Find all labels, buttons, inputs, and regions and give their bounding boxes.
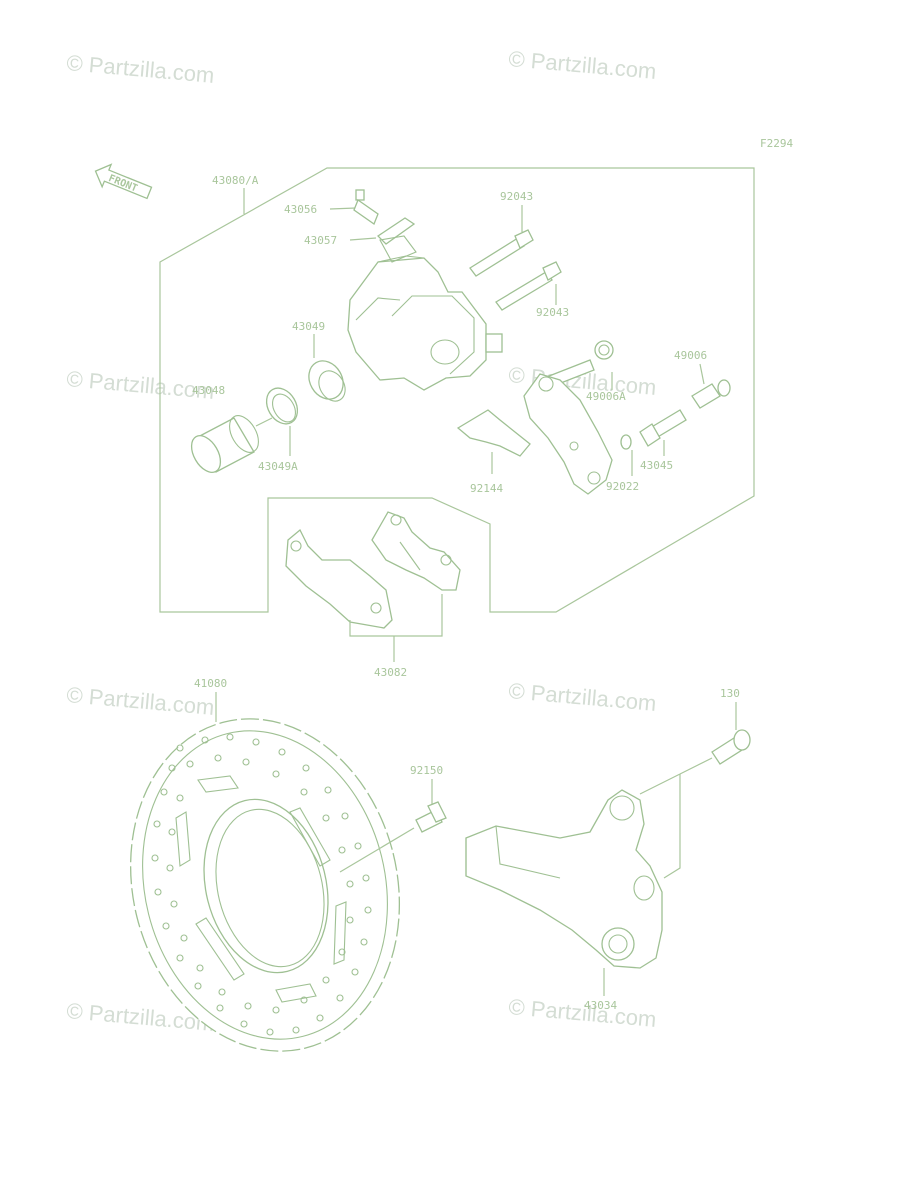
- piston-seal-part: [308, 360, 346, 402]
- bolt-part: [639, 409, 687, 447]
- caliper-bracket-large-part: [465, 789, 663, 969]
- label-92022: 92022: [606, 480, 639, 493]
- caliper-bracket-part: [523, 373, 613, 495]
- o-ring-part: [620, 434, 632, 450]
- label-43080A: 43080/A: [212, 174, 259, 187]
- label-43056: 43056: [284, 203, 317, 216]
- label-43048: 43048: [192, 384, 225, 397]
- brake-disc-part: [129, 718, 401, 1052]
- label-43057: 43057: [304, 234, 337, 247]
- label-130: 130: [720, 687, 740, 700]
- label-43045: 43045: [640, 459, 673, 472]
- label-43049A: 43049A: [258, 460, 298, 473]
- pin-bolt-part: [495, 261, 562, 311]
- pad-spring-part: [456, 409, 531, 457]
- label-43049: 43049: [292, 320, 325, 333]
- watermark: © Partzilla.com: [66, 682, 216, 720]
- dust-seal-part: [265, 387, 299, 425]
- label-92043-top: 92043: [500, 190, 533, 203]
- caliper-assembly-outline: [159, 167, 755, 613]
- caliper-body-part: [347, 235, 503, 391]
- brake-pad-part: [371, 511, 461, 591]
- disc-bolt-part: [415, 801, 447, 833]
- diagram-code: F2294: [760, 137, 793, 150]
- bleeder-valve-part: [353, 189, 379, 226]
- front-arrow-icon: FRONT: [94, 163, 153, 200]
- cap-part: [376, 217, 416, 245]
- label-43034: 43034: [584, 999, 617, 1012]
- flange-bolt-part: [711, 729, 751, 765]
- label-92144: 92144: [470, 482, 503, 495]
- label-43082: 43082: [374, 666, 407, 679]
- label-92043-bottom: 92043: [536, 306, 569, 319]
- brake-pad-part: [285, 528, 393, 629]
- label-92150: 92150: [410, 764, 443, 777]
- piston-part: [190, 415, 259, 473]
- watermark: © Partzilla.com: [508, 994, 658, 1032]
- watermark: © Partzilla.com: [508, 46, 658, 84]
- watermark: © Partzilla.com: [508, 678, 658, 716]
- slide-pin-part: [691, 379, 731, 409]
- watermark: © Partzilla.com: [66, 50, 216, 88]
- label-41080: 41080: [194, 677, 227, 690]
- label-49006: 49006: [674, 349, 707, 362]
- pin-bolt-part: [469, 229, 534, 277]
- label-49006A: 49006A: [586, 390, 626, 403]
